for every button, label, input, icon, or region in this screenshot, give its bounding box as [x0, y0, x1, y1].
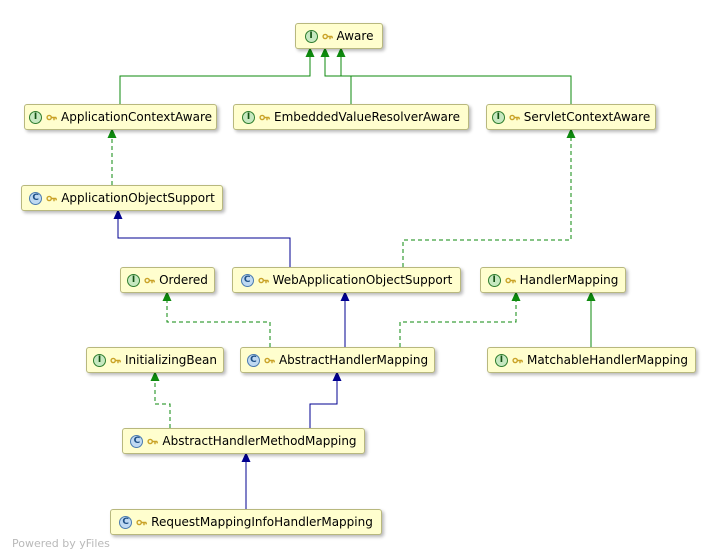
node-label: Ordered: [159, 273, 208, 287]
key-icon: [136, 517, 148, 528]
node-label: RequestMappingInfoHandlerMapping: [151, 515, 373, 529]
node-label: AbstractHandlerMapping: [278, 353, 429, 367]
class-icon: C: [29, 191, 43, 205]
edge-embeddedvalueresolveraware-extends-aware: [320, 47, 352, 104]
node-label: WebApplicationObjectSupport: [272, 273, 453, 287]
node-label: HandlerMapping: [519, 273, 619, 287]
class-icon: C: [130, 434, 144, 448]
node-ordered[interactable]: I Ordered: [120, 267, 215, 293]
key-icon: [259, 112, 270, 123]
node-label: Aware: [336, 29, 374, 43]
key-icon: [321, 31, 333, 42]
edge-servletcontextaware-extends-aware: [336, 47, 572, 104]
key-icon: [110, 355, 121, 366]
node-handler-mapping[interactable]: I HandlerMapping: [480, 267, 626, 293]
node-request-mapping-info-handler-mapping[interactable]: C RequestMappingInfoHandlerMapping: [110, 509, 382, 535]
key-icon: [505, 275, 516, 286]
node-application-object-support[interactable]: C ApplicationObjectSupport: [21, 185, 223, 211]
node-label: InitializingBean: [125, 353, 217, 367]
edge-abstracthandlermapping-implements-ordered: [162, 291, 271, 347]
yfiles-watermark: Powered by yFiles: [12, 537, 110, 550]
edge-applicationcontextaware-extends-aware: [119, 47, 315, 104]
node-label: MatchableHandlerMapping: [526, 353, 689, 367]
interface-icon: I: [127, 273, 141, 287]
node-initializing-bean[interactable]: I InitializingBean: [86, 347, 224, 373]
edge-webapplicationobjectsupport-extends-applicationobjectsupport: [113, 209, 291, 267]
key-icon: [144, 275, 155, 286]
class-icon: C: [119, 515, 133, 529]
interface-icon: I: [29, 110, 42, 124]
node-aware[interactable]: I Aware: [295, 23, 383, 49]
node-servlet-context-aware[interactable]: I ServletContextAware: [486, 104, 656, 130]
class-icon: C: [246, 353, 260, 367]
interface-icon: I: [93, 353, 107, 367]
node-matchable-handler-mapping[interactable]: I MatchableHandlerMapping: [487, 347, 696, 373]
node-embedded-value-resolver-aware[interactable]: I EmbeddedValueResolverAware: [233, 104, 469, 130]
key-icon: [509, 112, 520, 123]
interface-icon: I: [494, 353, 508, 367]
interface-icon: I: [304, 29, 318, 43]
edge-abstracthandlermapping-implements-handlermapping: [399, 291, 521, 347]
key-icon: [46, 193, 58, 204]
interface-icon: I: [491, 110, 505, 124]
node-label: ServletContextAware: [523, 110, 651, 124]
node-label: ApplicationObjectSupport: [61, 191, 215, 205]
edge-abstracthandlermethodmapping-implements-initializingbean: [150, 371, 171, 428]
node-label: ApplicationContextAware: [61, 110, 213, 124]
node-label: AbstractHandlerMethodMapping: [162, 434, 357, 448]
key-icon: [147, 436, 159, 447]
interface-icon: I: [242, 110, 256, 124]
key-icon: [264, 355, 275, 366]
node-label: EmbeddedValueResolverAware: [274, 110, 460, 124]
edge-webapplicationobjectsupport-implements-servletcontextaware: [402, 128, 576, 267]
class-icon: C: [240, 273, 254, 287]
node-application-context-aware[interactable]: I ApplicationContextAware: [24, 104, 217, 130]
edge-abstracthandlermethodmapping-extends-abstracthandlermapping: [309, 371, 342, 428]
interface-icon: I: [487, 273, 501, 287]
key-icon: [258, 275, 269, 286]
node-web-application-object-support[interactable]: C WebApplicationObjectSupport: [232, 267, 461, 293]
key-icon: [512, 355, 523, 366]
node-abstract-handler-mapping[interactable]: C AbstractHandlerMapping: [240, 347, 435, 373]
node-abstract-handler-method-mapping[interactable]: C AbstractHandlerMethodMapping: [122, 428, 365, 454]
key-icon: [46, 112, 57, 123]
